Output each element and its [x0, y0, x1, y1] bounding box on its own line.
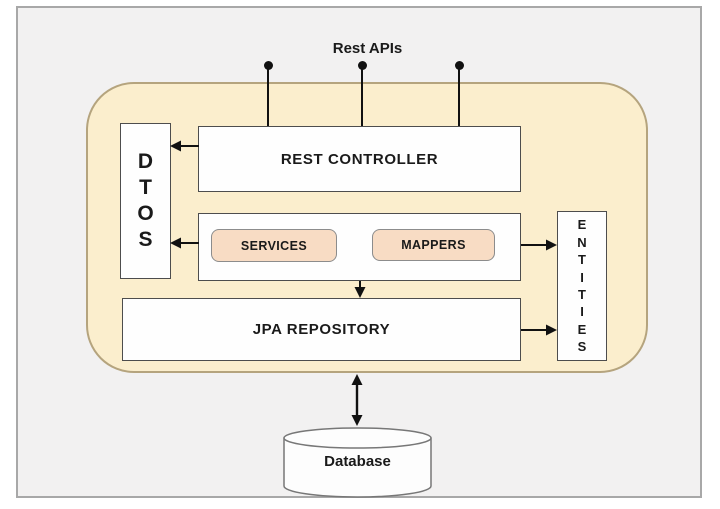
- entities-letter: E: [577, 321, 587, 337]
- arrow-services-to-dtos: [170, 237, 199, 249]
- database-cylinder: [283, 427, 432, 498]
- arrow-controller-to-dtos: [170, 140, 199, 152]
- arrow-app-to-database: [351, 374, 363, 426]
- api-connector-line: [361, 66, 363, 127]
- services-box: SERVICES: [211, 229, 337, 262]
- api-connector-line: [458, 66, 460, 127]
- rest-controller-label: REST CONTROLLER: [280, 150, 439, 168]
- entities-letter: E: [577, 217, 587, 233]
- entities-letter: N: [577, 234, 587, 250]
- dtos-box: D T O S: [120, 123, 171, 279]
- dtos-letter: O: [137, 202, 154, 225]
- api-endpoint-dot: [264, 61, 273, 70]
- dtos-letter: S: [138, 228, 153, 251]
- entities-letter: I: [580, 304, 584, 320]
- jpa-repository-box: JPA REPOSITORY: [122, 298, 521, 361]
- jpa-repository-label: JPA REPOSITORY: [252, 321, 391, 338]
- dtos-letter: D: [137, 150, 154, 173]
- mappers-box: MAPPERS: [372, 229, 495, 261]
- arrow-jpa-to-entities: [521, 324, 557, 336]
- rest-apis-label: Rest APIs: [332, 40, 403, 57]
- arrow-services-to-jpa: [354, 281, 366, 298]
- mappers-label: MAPPERS: [401, 238, 466, 252]
- entities-letter: S: [577, 339, 587, 355]
- arrow-services-to-entities: [521, 239, 557, 251]
- api-endpoint-dot: [455, 61, 464, 70]
- entities-box: E N T I T I E S: [557, 211, 607, 361]
- entities-letter: T: [578, 287, 586, 302]
- entities-letter: T: [578, 252, 586, 268]
- entities-letter: I: [580, 269, 584, 285]
- dtos-letter: T: [139, 176, 152, 199]
- api-connector-line: [267, 66, 269, 127]
- api-endpoint-dot: [358, 61, 367, 70]
- services-label: SERVICES: [240, 238, 308, 253]
- database-label: Database: [324, 453, 391, 470]
- rest-controller-box: REST CONTROLLER: [198, 126, 521, 192]
